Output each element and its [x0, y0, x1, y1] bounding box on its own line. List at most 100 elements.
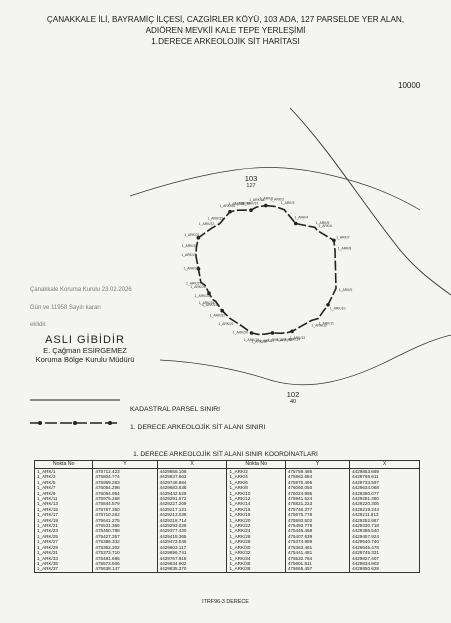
table-cell: 4429219.244	[349, 506, 420, 513]
header-point-no: Nokta No	[226, 460, 286, 469]
signature-person: E. Çağman ESİRGEMEZ	[43, 346, 127, 355]
table-cell: 4429220.305	[349, 501, 420, 507]
table-cell: 1_ARK/20	[226, 517, 286, 524]
table-cell: 475374.989	[284, 539, 351, 545]
boundary-point-label: 1_ARK/38	[249, 198, 265, 202]
table-cell: 475787.350	[92, 506, 158, 513]
table-cell: 1_ARK/7	[33, 485, 94, 491]
table-cell: 1_ARK/15	[33, 506, 94, 513]
table-cell: 1_ARK/12	[226, 496, 286, 502]
table-cell: 475862.684	[284, 474, 351, 480]
table-cell: 1_ARK/30	[226, 544, 286, 551]
table-cell: 1_ARK/6	[226, 479, 286, 486]
boundary-point-label: 1_ARK/24	[199, 301, 215, 305]
signature-office: Koruma Bölge Kurulu Müdürü	[35, 355, 135, 364]
table-cell: 475593.502	[284, 517, 351, 524]
boundary-marker	[270, 331, 275, 335]
boundary-marker	[196, 267, 201, 271]
table-cell: 475821.223	[284, 501, 351, 507]
table-cell: 4429386.540	[349, 528, 420, 534]
table-cell: 1_ARK/34	[226, 555, 286, 561]
table-cell: 475675.778	[284, 512, 351, 518]
legend-site-line-symbol	[30, 421, 120, 425]
boundary-point-label: 1_ARK/15	[277, 338, 293, 342]
table-cell: 1_ARK/21	[33, 523, 94, 529]
table-cell: 4429835.370	[156, 566, 228, 573]
map-title-line-1: ÇANAKKALE İLİ, BAYRAMİÇ İLÇESİ, CAZGİRLE…	[46, 15, 405, 24]
table-cell: 4429457.924	[349, 533, 420, 540]
table-cell: 4429540.740	[349, 539, 420, 545]
table-cell: 1_ARK/38	[226, 566, 286, 573]
boundary-point-label: 1_ARK/17	[259, 339, 275, 343]
table-cell: 4429360.077	[349, 490, 420, 497]
table-cell: 475493.778	[284, 523, 351, 529]
table-cell: 4429645.476	[349, 544, 420, 551]
table-cell: 1_ARK/3	[33, 474, 94, 480]
boundary-point-label: 1_ARK/26	[190, 285, 206, 289]
boundary-point-label: 1_ARK/25	[195, 294, 211, 298]
table-cell: 4429768.611	[349, 474, 420, 480]
signature-title: ASLI GİBİDİR	[45, 334, 125, 346]
boundary-point-label: 1_ARK/31	[184, 233, 200, 237]
table-cell: 475446.468	[284, 528, 351, 534]
boundary-point-label: 1_ARK/1	[260, 197, 274, 201]
table-cell: 475532.784	[284, 555, 351, 561]
table-cell: 475941.524	[284, 496, 351, 502]
boundary-marker	[249, 331, 254, 335]
coordinate-table-title: 1. DERECE ARKEOLOJİK SİT ALANI SINIR KOO…	[133, 451, 318, 458]
boundary-point-label: 1_ARK/7	[336, 236, 350, 240]
boundary-point-label: 1_ARK/33	[208, 217, 224, 221]
table-cell: 475407.639	[284, 533, 351, 540]
table-cell: 1_ARK/36	[226, 560, 286, 567]
table-cell: 1_ARK/27	[33, 539, 94, 545]
table-cell: 1_ARK/32	[226, 550, 286, 556]
table-cell: 1_ARK/9	[33, 490, 94, 497]
table-cell: 1_ARK/17	[33, 512, 94, 518]
legend-parcel-label: KADASTRAL PARSEL SINIRI	[130, 406, 221, 413]
table-cell: 475804.774	[92, 474, 158, 480]
boundary-point-label: 1_ARK/9	[339, 288, 353, 292]
table-cell: 476060.050	[284, 485, 351, 491]
stamp-line-3: eklidir.	[30, 322, 48, 328]
boundary-point-label: 1_ARK/30	[182, 244, 198, 248]
boundary-point-label: 1_ARK/18	[251, 339, 267, 343]
parcel-number: 40	[289, 399, 297, 405]
table-cell: 1_ARK/24	[226, 528, 286, 534]
coordinate-system-label: ITRF96-3 DERECE	[202, 599, 249, 605]
boundary-point-label: 1_ARK/22	[210, 314, 226, 318]
boundary-point-label: 1_ARK/14	[284, 337, 300, 341]
boundary-marker	[207, 291, 211, 296]
table-cell: 475460.788	[92, 528, 158, 534]
table-cell: 1_ARK/2	[226, 468, 286, 475]
stamp-line-1: Çanakkale Koruma Kurulu 23.02.2026	[30, 287, 132, 293]
table-cell: 475362.202	[92, 544, 158, 551]
table-cell: 475481.696	[92, 555, 158, 561]
boundary-point-label: 1_ARK/6	[318, 224, 332, 228]
boundary-marker	[196, 236, 201, 240]
parcel-boundary-line	[159, 334, 451, 386]
table-cell: 475746.377	[284, 506, 351, 513]
table-cell: 1_ARK/11	[33, 496, 94, 502]
boundary-marker	[249, 208, 253, 212]
signature-block: ASLI GİBİDİR E. Çağman ESİRGEMEZ Koruma …	[20, 334, 150, 364]
boundary-marker	[293, 221, 298, 226]
table-cell: 1_ARK/23	[33, 528, 94, 534]
table-cell: 475441.481	[284, 550, 351, 556]
table-cell: 476064.954	[92, 490, 158, 497]
table-cell: 475959.283	[92, 479, 158, 486]
table-cell: 4429281.380	[349, 496, 420, 502]
table-cell: 1_ARK/10	[226, 490, 286, 497]
parcel-number: 127	[246, 183, 256, 189]
header-y: Y	[92, 460, 158, 469]
table-cell: 4429853.669	[349, 468, 420, 475]
